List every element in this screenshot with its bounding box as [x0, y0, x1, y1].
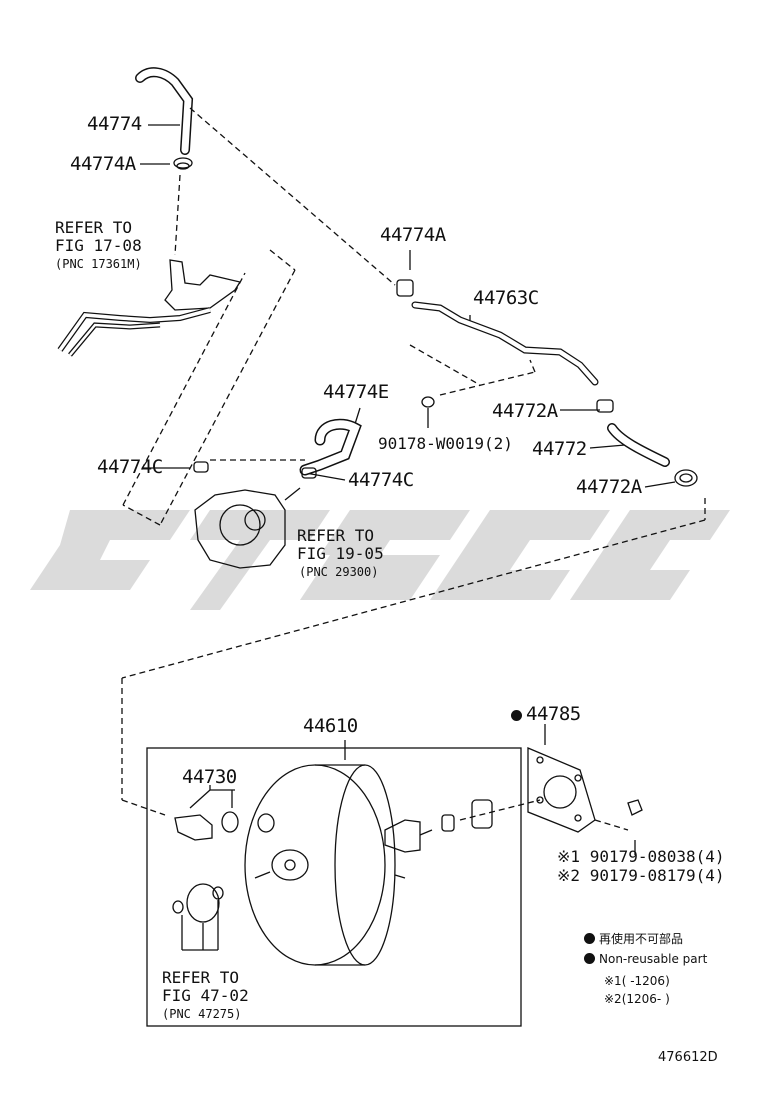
- part-label-44763c: 44763C: [473, 287, 539, 309]
- part-label-44774c-right: 44774C: [348, 469, 414, 491]
- part-label-44610: 44610: [303, 715, 358, 737]
- legend-note-2: ※2(1206- ): [604, 993, 670, 1005]
- legend-jp-text: 再使用不可部品: [599, 932, 684, 946]
- legend-dot-en: [584, 953, 595, 964]
- ref-fig-17-08-line2: FIG 17-08: [55, 236, 142, 255]
- ref-fig-47-02-line2: FIG 47-02: [162, 986, 249, 1005]
- part-label-44772: 44772: [532, 438, 587, 460]
- ref-fig-19-05-line3: (PNC 29300): [299, 565, 379, 579]
- legend-note-1-range: ( -1206): [621, 974, 670, 988]
- note-mark-1: ※1: [557, 847, 581, 866]
- watermark-logo: [30, 510, 730, 610]
- part-label-44774e: 44774E: [323, 381, 389, 403]
- legend-en-text: Non-reusable part: [599, 952, 708, 966]
- part-label-44730: 44730: [182, 766, 237, 788]
- part-label-44772a-2: 44772A: [576, 476, 642, 498]
- ref-fig-17-08-line1: REFER TO: [55, 218, 133, 237]
- part-label-44785: 44785: [511, 705, 581, 724]
- part-label-44774: 44774: [87, 113, 142, 135]
- ref-fig-19-05-line1: REFER TO: [297, 526, 375, 545]
- legend-en: Non-reusable part: [584, 953, 707, 965]
- ref-fig-17-08-line3: (PNC 17361M): [55, 257, 142, 271]
- part-label-90179-2: ※2 90179-08179(4): [557, 868, 725, 884]
- part-label-44774a-mid: 44774A: [380, 224, 446, 246]
- part-number-90179-2: 90179-08179(4): [589, 866, 725, 885]
- note-mark-2: ※2: [557, 866, 581, 885]
- non-reusable-dot: [511, 710, 522, 721]
- part-label-44772a-1: 44772A: [492, 400, 558, 422]
- legend-jp: 再使用不可部品: [584, 933, 683, 945]
- part-number-90179-1: 90179-08038(4): [589, 847, 725, 866]
- legend-note-2-range: (1206- ): [621, 992, 670, 1006]
- part-label-90178: 90178-W0019(2): [378, 434, 513, 453]
- part-label-44774c-left: 44774C: [97, 456, 163, 478]
- diagram-id: 476612D: [658, 1050, 718, 1065]
- legend-note-1-mark: ※1: [604, 974, 622, 988]
- part-label-44774a-top: 44774A: [70, 153, 136, 175]
- part-label-90179-1: ※1 90179-08038(4): [557, 849, 725, 865]
- legend-dot-jp: [584, 933, 595, 944]
- ref-fig-19-05-line2: FIG 19-05: [297, 544, 384, 563]
- legend-note-1: ※1( -1206): [604, 975, 670, 987]
- legend-note-2-mark: ※2: [604, 992, 622, 1006]
- ref-fig-47-02-line3: (PNC 47275): [162, 1007, 242, 1021]
- ref-fig-47-02-line1: REFER TO: [162, 968, 240, 987]
- part-number-44785: 44785: [526, 703, 581, 725]
